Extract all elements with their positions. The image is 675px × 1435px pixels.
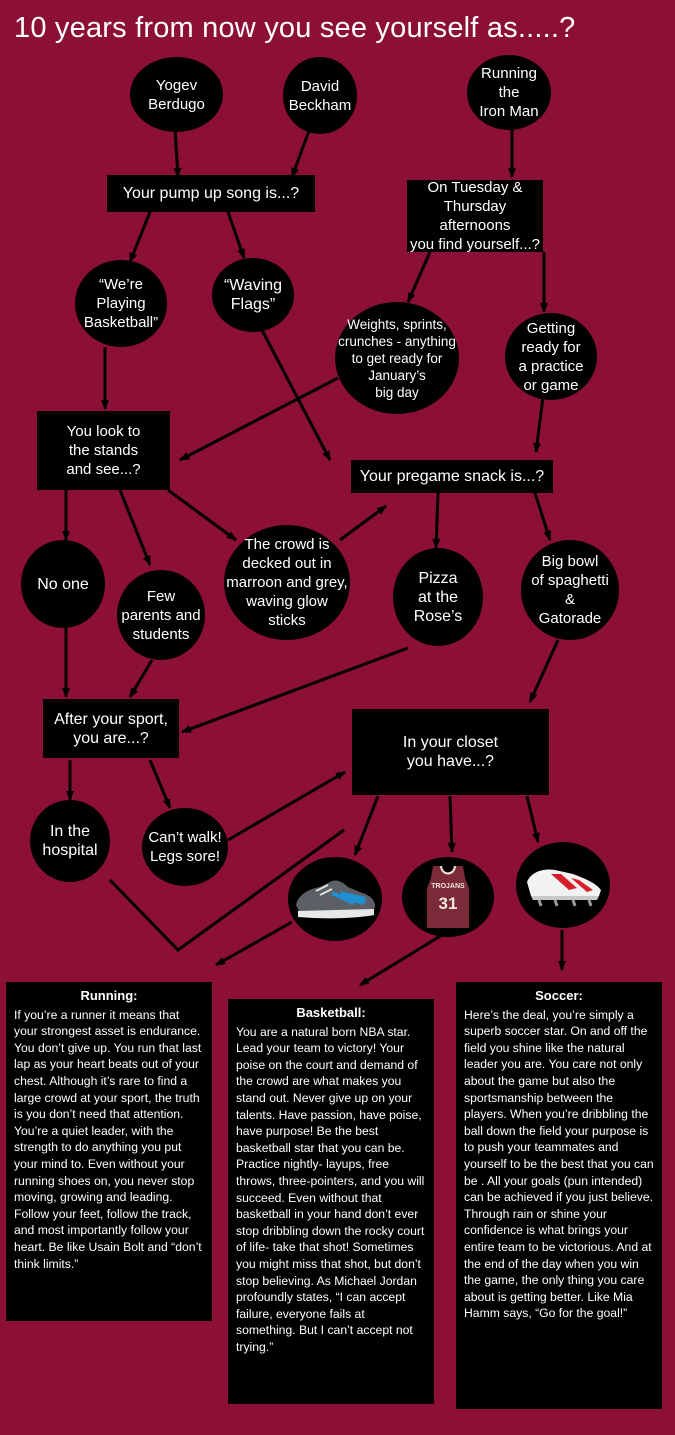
node-look-to-stands: You look to the stands and see...? [37,411,170,490]
arrow-stands-to-crowd [167,488,237,542]
arrow-spaghetti-to-closet [528,639,560,703]
result-soccer-body: Here’s the deal, you’re simply a superb … [464,1007,654,1321]
result-soccer-title: Soccer: [535,988,583,1003]
arrow-pump-to-basketball [128,211,152,263]
node-running-iron-man: Running the Iron Man [467,55,551,130]
node-spaghetti-gatorade: Big bowl of spaghetti & Gatorade [521,540,619,640]
node-few-parents: Few parents and students [117,570,205,660]
node-in-the-hospital: In the hospital [30,800,110,882]
arrow-pump-to-flags [226,211,246,259]
result-basketball: Basketball: You are a natural born NBA s… [228,999,434,1404]
node-getting-ready: Getting ready for a practice or game [505,313,597,400]
node-cant-walk: Can’t walk! Legs sore! [142,808,228,886]
result-running-title: Running: [80,988,138,1003]
node-yogev-berdugo: Yogev Berdugo [130,57,223,132]
arrow-jersey-to-basketball [359,933,443,987]
basketball-jersey-node: TROJANS 31 [402,857,494,937]
result-basketball-body: You are a natural born NBA star. Lead yo… [236,1024,425,1354]
result-basketball-title: Basketball: [296,1005,366,1020]
node-pizza-roses: Pizza at the Rose’s [393,548,483,646]
node-waving-flags: “Waving Flags” [212,258,294,332]
node-pregame-snack: Your pregame snack is...? [351,460,553,493]
node-after-your-sport: After your sport, you are...? [43,699,179,758]
arrow-hospital-to-running [108,828,345,952]
page-title: 10 years from now you see yourself as...… [14,12,576,44]
arrow-shoe-to-running [215,920,293,967]
node-no-one: No one [21,540,105,628]
node-in-your-closet: In your closet you have...? [352,709,549,795]
arrow-closet-to-jersey [447,795,456,853]
node-weights-sprints: Weights, sprints, crunches - anything to… [335,302,459,414]
node-playing-basketball: “We’re Playing Basketball” [75,260,167,347]
node-pump-up-song: Your pump up song is...? [107,175,315,212]
arrow-flags-to-snack [260,329,332,461]
arrow-tuesday-to-weights [406,251,432,303]
arrow-closet-to-cleat [525,795,540,843]
arrow-after-to-cantwalk [148,759,172,809]
result-running-body: If you’re a runner it means that your st… [14,1007,202,1271]
soccer-cleat-icon [527,869,601,907]
arrow-few-to-after [128,659,154,698]
node-tuesday-thursday: On Tuesday & Thursday afternoons you fin… [407,179,543,253]
basketball-jersey-icon: TROJANS 31 [427,865,469,928]
node-crowd-decked-out: The crowd is decked out in marroon and g… [224,525,350,640]
running-shoe-node [288,857,382,941]
arrow-cantwalk-to-closet [227,770,346,842]
jersey-lettering: TROJANS [431,883,465,890]
soccer-cleat-node [516,842,610,928]
arrow-pizza-to-after [181,646,409,734]
arrow-snack-to-spaghetti [533,492,552,541]
running-shoe-icon [296,880,376,919]
arrow-weights-to-stands [179,376,339,462]
arrow-ready-to-snack [533,396,545,453]
result-running: Running: If you’re a runner it means tha… [6,982,212,1321]
arrow-yogev-to-pump [173,127,182,178]
arrow-closet-to-shoe [353,795,380,856]
arrow-david-to-pump [290,127,312,178]
result-soccer: Soccer: Here’s the deal, you’re simply a… [456,982,662,1409]
arrow-stands-to-few [118,489,152,566]
node-david-beckham: David Beckham [283,57,357,134]
arrow-snack-to-pizza [432,492,441,549]
jersey-number: 31 [439,894,458,913]
